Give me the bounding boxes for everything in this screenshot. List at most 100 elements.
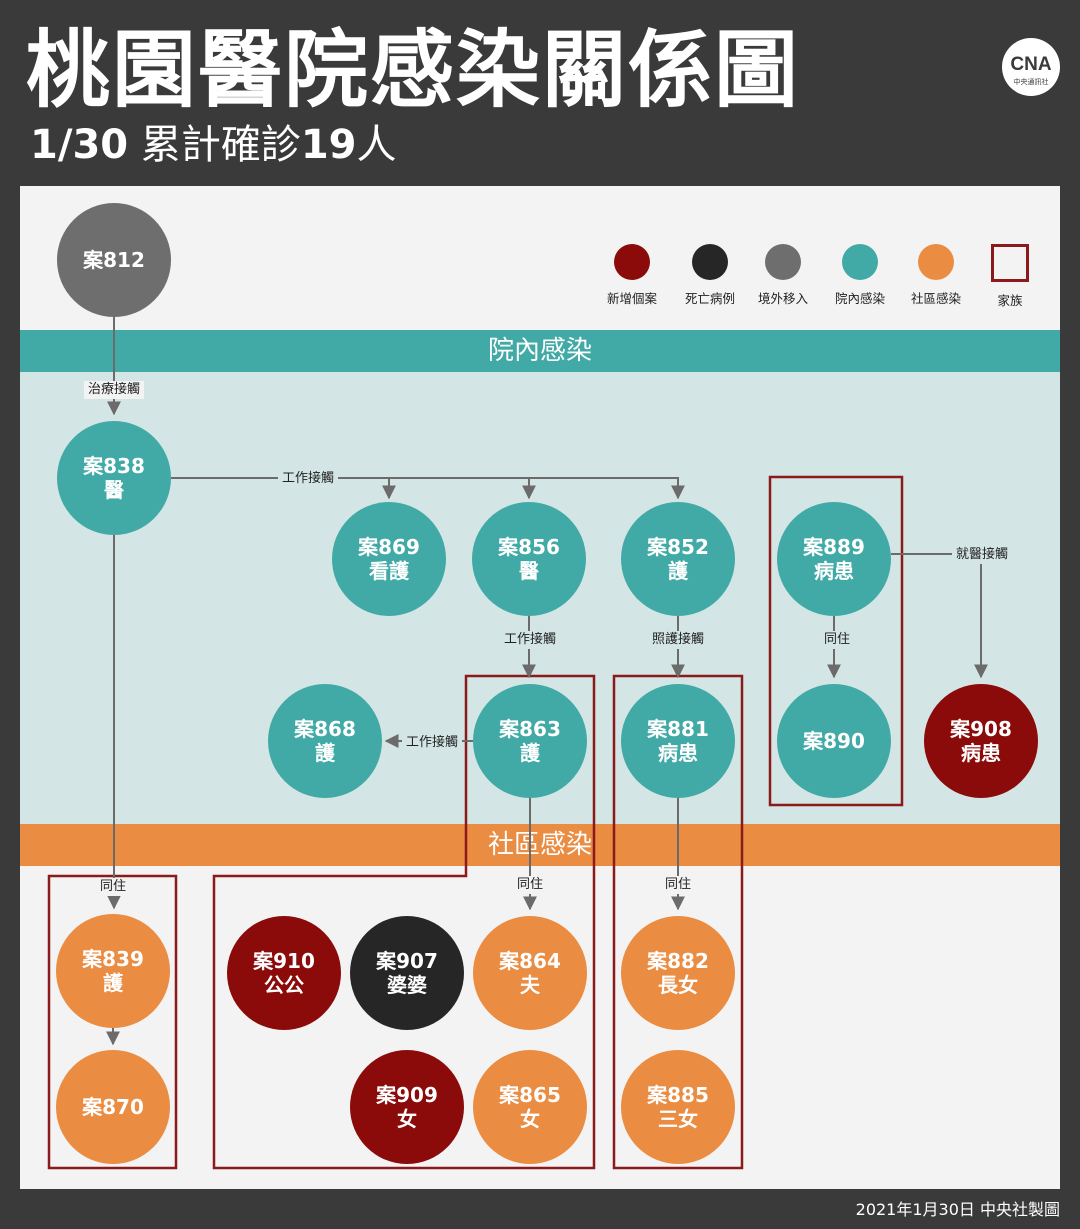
legend-label: 境外移入 [757,291,808,306]
edge-label: 工作接觸 [401,734,463,752]
cna-logo-icon: CNA 中央通訊社 [1002,38,1060,96]
legend-swatch [614,244,650,280]
legend-item: 死亡病例 [670,244,750,307]
case-number: 案885 [647,1083,709,1107]
legend-label: 死亡病例 [684,291,735,306]
hospital-band: 院內感染 [20,330,1060,372]
case-role: 女 [397,1107,417,1131]
page-title: 桃園醫院感染關係圖 [26,21,801,119]
case-role: 婆婆 [387,973,427,997]
subtitle-count: 19 [300,122,357,168]
family-box-889-890 [768,475,904,807]
edge-889-908 [891,553,988,679]
case-role: 醫 [104,478,124,502]
edge-label: 照護接觸 [647,631,709,649]
legend-item: 院內感染 [820,244,900,307]
case-role: 長女 [658,973,698,997]
case-number: 案909 [376,1083,438,1107]
logo-caption: 中央通訊社 [1014,77,1049,86]
legend-label: 社區感染 [910,291,961,306]
case-role: 看護 [369,559,409,583]
edge-label: 就醫接觸 [951,546,1013,564]
case-number: 案890 [803,729,865,753]
footer-credit: 2021年1月30日 中央社製圖 [855,1200,1060,1219]
case-role: 醫 [519,559,539,583]
subtitle-text: 累計確診 [140,122,301,168]
case-number: 案908 [950,717,1012,741]
edge-label: 治療接觸 [83,381,145,399]
case-node-812: 案812 [57,203,171,317]
case-role: 病患 [658,741,698,765]
legend-swatch [842,244,878,280]
community-band: 社區感染 [20,824,1060,866]
page-subtitle: 1/30 累計確診19人 [30,120,397,170]
legend-swatch [765,244,801,280]
edge-label: 同住 [660,876,696,894]
edge-838-work-trunk [171,477,685,500]
case-number: 案869 [358,535,420,559]
legend-label: 新增個案 [606,291,657,306]
subtitle-date: 1/30 [30,122,129,168]
case-role: 三女 [658,1107,698,1131]
legend-swatch [918,244,954,280]
case-number: 案882 [647,949,709,973]
case-node-890: 案890 [777,684,891,798]
case-role: 護 [520,741,540,765]
case-role: 護 [668,559,688,583]
legend-swatch [692,244,728,280]
edge-label: 同住 [95,878,131,896]
case-number: 案868 [294,717,356,741]
legend-item: 境外移入 [743,244,823,307]
legend-item: 社區感染 [896,244,976,307]
case-role: 病患 [961,741,1001,765]
edge-label: 同住 [512,876,548,894]
legend-label: 院內感染 [834,291,885,306]
case-number: 案889 [803,535,865,559]
legend-family-swatch [991,244,1029,282]
case-number: 案856 [498,535,560,559]
case-number: 案864 [499,949,561,973]
case-number: 案838 [83,454,145,478]
case-number: 案870 [82,1095,144,1119]
legend-item: 家族 [970,244,1050,309]
case-role: 夫 [520,973,540,997]
edge-label: 工作接觸 [277,470,339,488]
case-role: 護 [315,741,335,765]
family-box-863 [212,674,596,1170]
family-box-839-870 [47,874,178,1170]
relationship-diagram [47,317,988,1170]
case-number: 案907 [376,949,438,973]
case-number: 案863 [499,717,561,741]
case-number: 案852 [647,535,709,559]
case-node-870: 案870 [56,1050,170,1164]
case-role: 公公 [264,973,304,997]
subtitle-unit: 人 [356,122,397,168]
case-number: 案910 [253,949,315,973]
case-number: 案881 [647,717,709,741]
legend-item: 新增個案 [592,244,672,307]
case-number: 案812 [83,248,145,272]
legend-label: 家族 [997,293,1023,308]
case-role: 護 [103,971,123,995]
case-number: 案839 [82,947,144,971]
edge-label: 同住 [819,631,855,649]
case-role: 病患 [814,559,854,583]
